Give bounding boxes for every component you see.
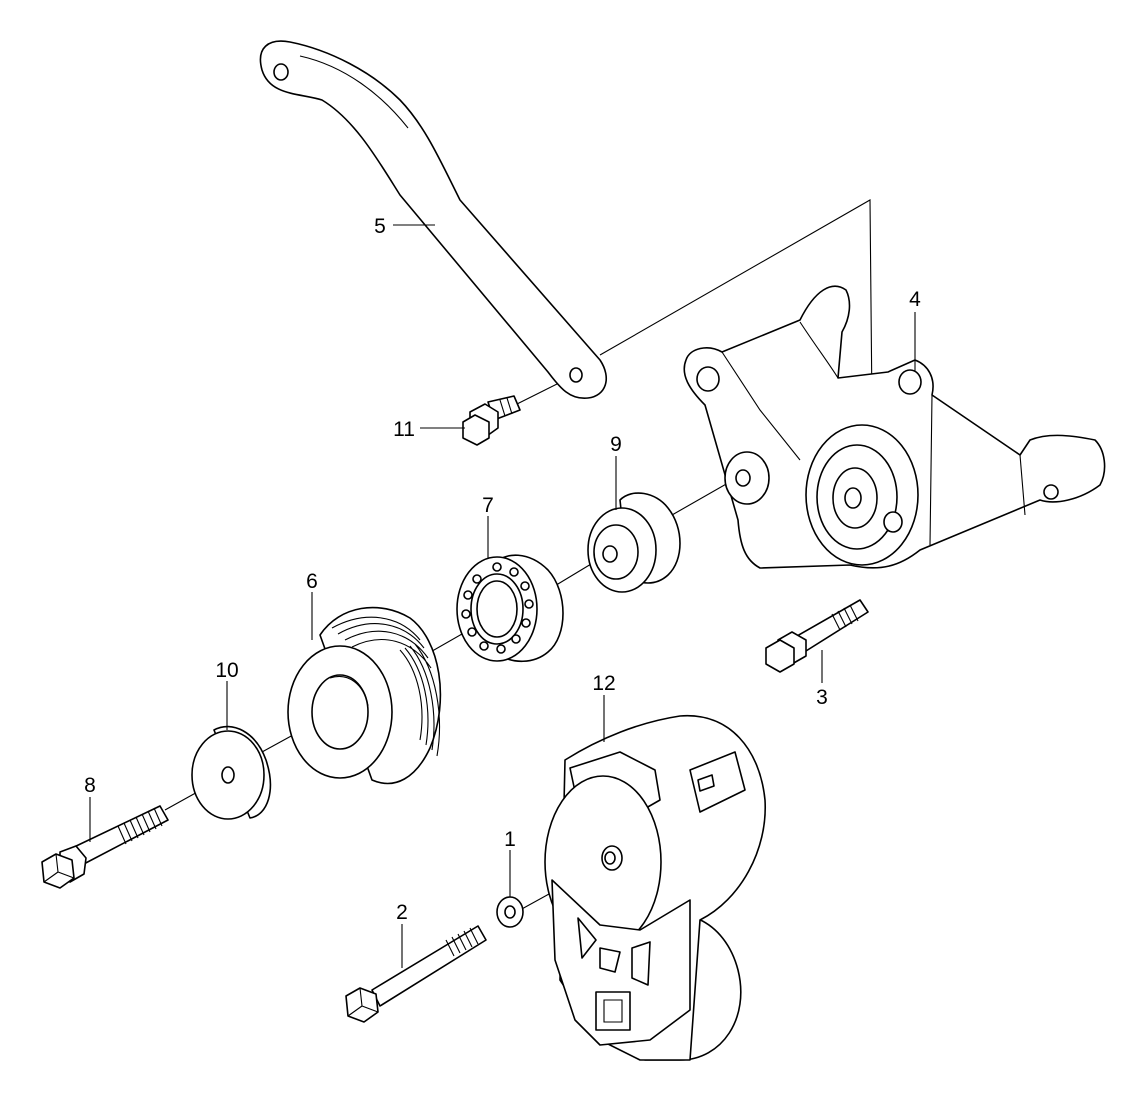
leader-lines: [89, 224, 916, 968]
tensioner-square-cutout: [595, 991, 631, 1031]
arm-top-hole: [273, 63, 289, 81]
bolt-part-2: [345, 925, 487, 1023]
callout-12: 12: [592, 672, 615, 695]
callout-10: 10: [215, 659, 238, 682]
callout-7: 7: [482, 494, 494, 517]
callout-8: 8: [84, 774, 96, 797]
tensioner-part-12: [544, 715, 766, 1061]
callout-11: 11: [393, 418, 415, 441]
bracket-boss-hole: [735, 469, 751, 487]
centerline-bracket: [599, 199, 873, 409]
bracket-pin: [883, 511, 903, 533]
bracket-top-left-hole: [696, 366, 720, 392]
washer-part-1: [496, 896, 524, 928]
callout-4: 4: [909, 288, 921, 311]
bolt-part-8: [41, 805, 169, 889]
callout-5: 5: [374, 215, 386, 238]
bracket-hub-hole: [844, 487, 862, 509]
spacer-part-9: [587, 492, 681, 593]
washer-hole: [221, 766, 235, 784]
tensioner-slot-left: [577, 917, 597, 959]
bolt-part-11: [462, 395, 521, 446]
spacer-hole: [602, 545, 618, 563]
small-washer-hole: [504, 905, 516, 919]
callout-3: 3: [816, 686, 828, 709]
bearing-balls: [461, 562, 534, 654]
callout-6: 6: [306, 570, 318, 593]
bracket-tab-hole: [1043, 484, 1059, 500]
washer-part-10: [191, 725, 272, 820]
bearing-part-7: [456, 554, 564, 663]
callout-9: 9: [610, 433, 622, 456]
pulley-part-6: [287, 606, 442, 785]
bracket-right-top-hole: [898, 369, 922, 395]
mounting-bracket-part-4: [683, 285, 1106, 569]
tensioner-tab: [689, 751, 746, 813]
bearing-bore: [476, 580, 518, 638]
support-arm-part-5: [259, 40, 608, 399]
pulley-bore: [311, 674, 369, 750]
tensioner-hole: [604, 851, 616, 865]
tensioner-slot-mid: [599, 947, 621, 973]
callout-2: 2: [396, 901, 408, 924]
callout-1: 1: [504, 828, 516, 851]
tensioner-slot-right: [631, 941, 651, 986]
callout-labels: 5 11 4 9 7 6 10 8 3 12 1 2: [84, 215, 921, 924]
bolt-part-3: [765, 599, 869, 673]
arm-bottom-hole: [569, 367, 583, 383]
